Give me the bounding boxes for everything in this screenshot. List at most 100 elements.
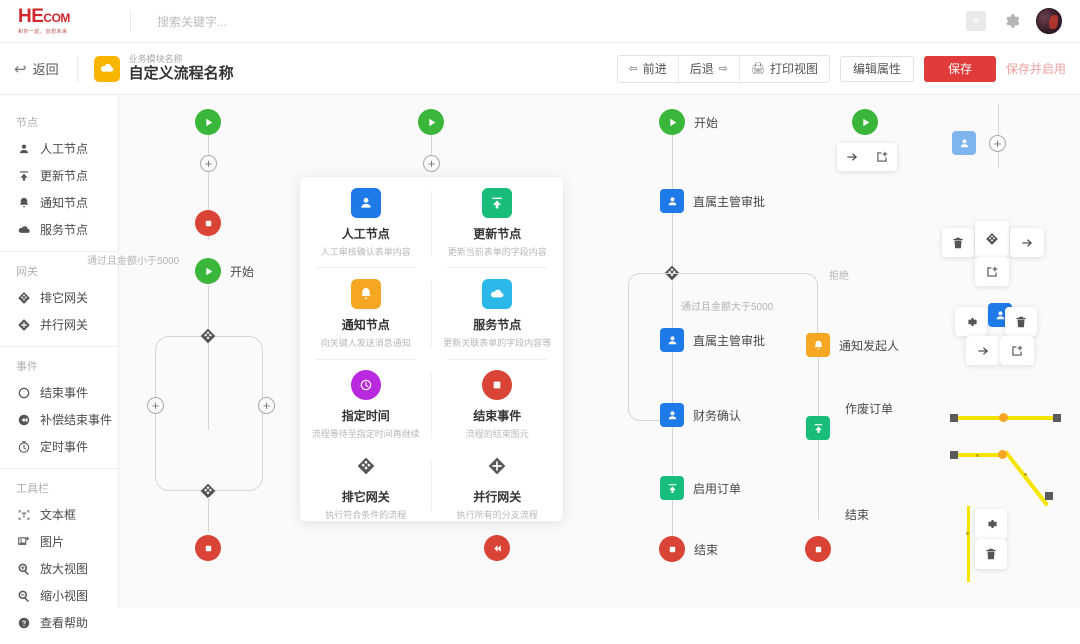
flow-canvas[interactable]: + 开始 + + + 人工节点人工审核确认表单内容更新节点更新当前表单的字段内容…: [87, 95, 1080, 608]
sidebar-item-image[interactable]: 图片: [0, 528, 118, 555]
node-toolbar2-arrow[interactable]: [966, 336, 1000, 365]
node-palette-popup[interactable]: 人工节点人工审核确认表单内容更新节点更新当前表单的字段内容通知节点向关键人发送消…: [300, 177, 563, 521]
edge-waypoint-dot: [976, 454, 979, 457]
flow-finance-node[interactable]: 财务确认: [660, 403, 741, 427]
sidebar-item-bell[interactable]: 通知节点: [0, 189, 118, 216]
node-toolbar-addnode[interactable]: [975, 257, 1009, 286]
node-toolbar2-addnode[interactable]: [1000, 336, 1034, 365]
palette-item[interactable]: 通知节点向关键人发送消息通知: [300, 268, 432, 360]
plus-handle-icon[interactable]: +: [258, 397, 275, 414]
line-toolbar-gear[interactable]: [975, 509, 1007, 539]
flow-start-node[interactable]: 开始: [659, 109, 718, 135]
start-node[interactable]: [195, 109, 221, 135]
palette-item-desc: 执行符合条件的流程: [325, 510, 407, 520]
sidebar-item-zoom-in[interactable]: 放大视图: [0, 555, 118, 582]
gear-icon[interactable]: [1002, 12, 1020, 30]
compensate-end-node[interactable]: [484, 535, 510, 561]
trash-icon[interactable]: [1006, 308, 1036, 336]
image-icon: [16, 534, 31, 549]
start-node-labeled[interactable]: 开始: [195, 258, 254, 284]
sidebar-item-label: 图片: [40, 535, 65, 549]
plus-handle-icon[interactable]: +: [147, 397, 164, 414]
node-toolbar-gateway[interactable]: [975, 221, 1009, 257]
forward-button[interactable]: ⇦前进: [617, 55, 678, 82]
arrow-right-icon[interactable]: [968, 337, 998, 365]
exclusive-gateway-icon[interactable]: [977, 225, 1007, 253]
line-toolbar-trash[interactable]: [975, 539, 1007, 569]
app-logo[interactable]: HECOM 和你一起，创想未来: [0, 7, 120, 35]
save-and-enable-button[interactable]: 保存并启用: [1005, 62, 1066, 76]
trash-icon[interactable]: [976, 540, 1006, 568]
plus-handle-icon[interactable]: +: [423, 155, 440, 172]
palette-item[interactable]: 服务节点更新关联表单的字段内容等: [432, 268, 564, 360]
plus-handle-icon[interactable]: +: [989, 135, 1006, 152]
back-button[interactable]: ↩ 返回: [0, 59, 59, 78]
sidebar-item-label: 更新节点: [40, 169, 89, 183]
sidebar-item-textbox[interactable]: 文本框: [0, 501, 118, 528]
edge-endpoint-handle[interactable]: [950, 414, 958, 422]
print-view-button[interactable]: 🖨打印视图: [738, 55, 829, 82]
add-node-icon[interactable]: [867, 143, 897, 171]
selected-edge[interactable]: [955, 453, 1005, 457]
page-title[interactable]: 自定义流程名称: [128, 64, 234, 82]
selected-edge-vertical[interactable]: [967, 506, 970, 582]
node-toolbar2-trash[interactable]: [1005, 307, 1037, 336]
selected-edge-segment[interactable]: [1004, 450, 1050, 507]
palette-item[interactable]: 指定时间流程等待至指定时间再继续: [300, 360, 432, 451]
flow-update-node[interactable]: 启用订单: [660, 476, 741, 500]
exclusive-gateway-icon[interactable]: [200, 328, 216, 344]
sidebar-item-parallel-gateway[interactable]: 并行网关: [0, 311, 118, 338]
sidebar-item-timer[interactable]: 定时事件: [0, 433, 118, 460]
flow-user-node[interactable]: 直属主管审批: [660, 328, 765, 352]
edge-action-popup[interactable]: [837, 143, 897, 171]
edge-endpoint-handle[interactable]: [1045, 492, 1053, 500]
gear-icon[interactable]: [956, 308, 986, 336]
sidebar-item-help[interactable]: 查看帮助: [0, 609, 118, 636]
end-node[interactable]: [195, 535, 221, 561]
sidebar-item-exclusive-gateway[interactable]: 排它网关: [0, 284, 118, 311]
edge-midpoint-handle[interactable]: [999, 413, 1008, 422]
sidebar-group: 工具栏文本框图片放大视图缩小视图查看帮助: [0, 468, 118, 644]
plus-icon[interactable]: +: [966, 11, 986, 31]
palette-item[interactable]: 更新节点更新当前表单的字段内容: [432, 177, 564, 269]
trash-icon[interactable]: [943, 229, 973, 257]
edge-endpoint-handle[interactable]: [950, 451, 958, 459]
start-node[interactable]: [418, 109, 444, 135]
palette-item[interactable]: 并行网关执行所有的分支流程: [432, 451, 564, 521]
add-node-icon[interactable]: [977, 258, 1007, 286]
sidebar-item-compensate[interactable]: 补偿结束事件: [0, 406, 118, 433]
search-input[interactable]: 搜索关键字...: [157, 14, 228, 29]
sidebar-item-user[interactable]: 人工节点: [0, 135, 118, 162]
arrow-right-icon[interactable]: [837, 143, 867, 171]
flow-end-node[interactable]: 结束: [659, 536, 718, 562]
node-toolbar-trash[interactable]: [942, 228, 974, 257]
edit-properties-button[interactable]: 编辑属性: [839, 55, 914, 82]
flow-user-node[interactable]: 直属主管审批: [660, 189, 765, 213]
flow-notify-node[interactable]: 通知发起人: [806, 333, 899, 357]
gear-icon[interactable]: [976, 510, 1006, 538]
header-divider: [130, 10, 131, 32]
sidebar-item-zoom-out[interactable]: 缩小视图: [0, 582, 118, 609]
palette-item[interactable]: 排它网关执行符合条件的流程: [300, 451, 432, 521]
node-toolbar-arrow[interactable]: [1010, 228, 1044, 257]
sidebar-item-upload[interactable]: 更新节点: [0, 162, 118, 189]
widget-user-node-light[interactable]: [952, 131, 976, 155]
arrow-right-icon[interactable]: [1012, 229, 1042, 257]
add-node-icon[interactable]: [1002, 337, 1032, 365]
palette-item[interactable]: 人工节点人工审核确认表单内容: [300, 177, 432, 269]
flow-void-order-node[interactable]: [806, 416, 830, 440]
edge-midpoint-handle[interactable]: [998, 450, 1007, 459]
sidebar-item-cloud[interactable]: 服务节点: [0, 216, 118, 243]
node-toolbar2-gear[interactable]: [955, 307, 987, 336]
avatar[interactable]: [1036, 8, 1062, 34]
save-button[interactable]: 保存: [923, 55, 996, 82]
sidebar-item-circle-outline[interactable]: 结束事件: [0, 379, 118, 406]
palette-item[interactable]: 结束事件流程的结束图元: [432, 360, 564, 451]
plus-handle-icon[interactable]: +: [200, 155, 217, 172]
edge-endpoint-handle[interactable]: [1053, 414, 1061, 422]
flow-branch-end-node[interactable]: [805, 536, 831, 562]
widget-start-node[interactable]: [852, 109, 878, 135]
exclusive-gateway-icon[interactable]: [200, 483, 216, 499]
end-node[interactable]: [195, 210, 221, 236]
back-step-button[interactable]: 后退⇨: [677, 55, 739, 82]
